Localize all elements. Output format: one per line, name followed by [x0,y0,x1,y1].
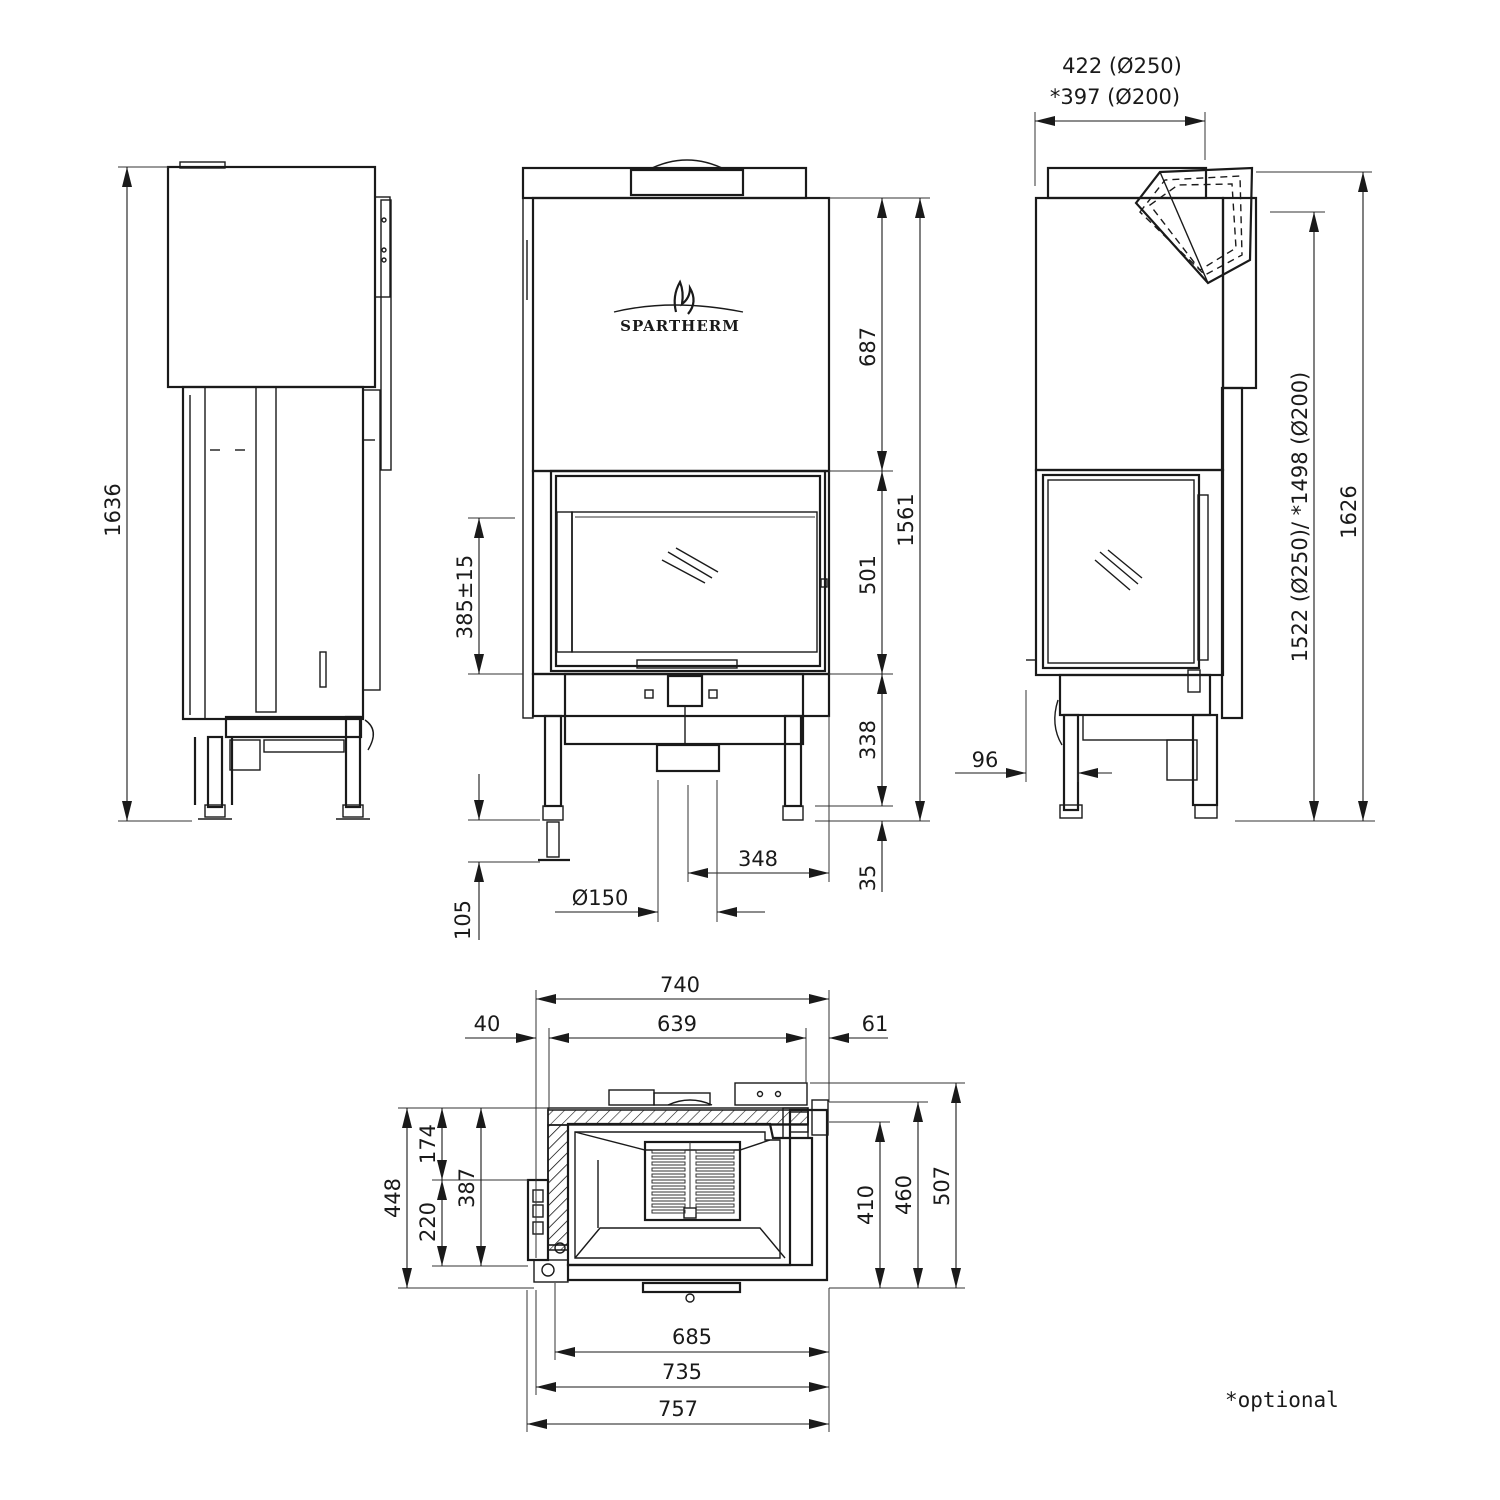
dim-rear-flue: 422 (Ø250) *397 (Ø200) [1034,54,1206,186]
dim-plan-685-label: 685 [672,1325,712,1349]
grate-bar [695,1185,735,1190]
dim-plan-40-label: 40 [474,1012,501,1036]
dim-plan-387: 387 [432,1108,528,1267]
grate-bar [651,1155,686,1160]
dim-plan-740: 740 [535,973,830,1258]
dim-front-door-label: 501 [856,555,880,595]
dim-plan-740-label: 740 [660,973,700,997]
dim-plan-bottom: 685 735 757 [526,1283,830,1432]
dim-front-top-label: 687 [856,327,880,367]
dim-front-flue-offset-label: 348 [738,847,778,871]
grate-bar [651,1209,686,1214]
grate-bar [695,1155,735,1160]
dim-plan-387-label: 387 [455,1168,479,1208]
dim-plan-174-220: 174 220 [416,1108,528,1266]
grate-bar [695,1191,735,1196]
dim-plan-174-label: 174 [416,1124,440,1164]
grate-bar [695,1167,735,1172]
rear-side-view [1026,166,1258,819]
dim-front-bottom-label: 338 [856,720,880,760]
dim-front-bottom: 338 [815,674,893,807]
dim-side-height: 1636 [101,166,192,822]
grate-bar [695,1161,735,1166]
grate-bar [651,1203,686,1208]
dim-front-top: 687 [829,197,893,472]
dim-rear-flue-height: 1522 (Ø250)/ *1498 (Ø200) [1235,211,1375,822]
dim-plan-410: 410 [829,1121,890,1289]
grate-bar [695,1179,735,1184]
dim-plan-61-label: 61 [862,1012,889,1036]
grate-bar [695,1209,735,1214]
dim-front-door: 501 [829,471,893,675]
dim-plan-639-label: 639 [657,1012,697,1036]
dim-plan-410-label: 410 [854,1185,878,1225]
dim-front-foot: 35 [815,820,893,892]
dim-plan-757-label: 757 [658,1397,698,1421]
dim-plan-220-label: 220 [416,1202,440,1242]
brand-logo-text: SPARTHERM [620,317,740,335]
grate-bar [651,1191,686,1196]
grate-bar [695,1203,735,1208]
grate-bar [695,1173,735,1178]
dim-front-air-inlet-label: Ø150 [572,886,629,910]
dim-rear-flue-height-label: 1522 (Ø250)/ *1498 (Ø200) [1288,372,1312,662]
dim-front-foot-height: 105 [451,774,540,940]
dim-rear-flue-200-label: *397 (Ø200) [1050,85,1180,109]
plan-view [526,1082,829,1303]
dim-front-total: 1561 [893,197,930,822]
grate-bar [695,1197,735,1202]
dim-front-foot-height-label: 105 [451,900,475,940]
dim-front-sill: 385±15 [453,517,523,675]
dim-front-foot-label: 35 [856,865,880,892]
grate-bar [651,1197,686,1202]
grate-bars [651,1149,735,1214]
dim-side-height-label: 1636 [101,483,125,536]
dim-plan-639: 639 40 61 [465,1012,888,1110]
dim-plan-507: 507 [810,1082,965,1289]
dim-plan-448-label: 448 [381,1178,405,1218]
dim-plan-460: 460 [829,1101,928,1289]
grate-bar [651,1161,686,1166]
dim-plan-735-label: 735 [662,1360,702,1384]
dim-rear-total: 1626 [1256,171,1372,821]
grate-bar [651,1173,686,1178]
flame-logo-icon [673,279,695,315]
dim-front-air-inlet: Ø150 [555,780,765,922]
dim-plan-448: 448 [381,1107,548,1289]
dim-front-flue-offset: 348 [687,716,830,882]
dim-rear-total-label: 1626 [1337,485,1361,538]
grate-bar [651,1149,686,1154]
dim-plan-460-label: 460 [892,1175,916,1215]
dim-front-sill-label: 385±15 [453,555,477,639]
grate-bar [695,1149,735,1154]
dim-rear-leg: 96 [955,690,1112,782]
dim-rear-flue-250-label: 422 (Ø250) [1062,54,1182,78]
grate-bar [651,1185,686,1190]
dim-plan-507-label: 507 [930,1166,954,1206]
dim-rear-leg-label: 96 [972,748,999,772]
front-view: SPARTHERM [521,159,831,862]
grate-bar [651,1179,686,1184]
grate-bar [651,1167,686,1172]
side-view [166,161,392,820]
dim-front-total-label: 1561 [894,493,918,546]
optional-footnote: *optional [1225,1388,1339,1412]
